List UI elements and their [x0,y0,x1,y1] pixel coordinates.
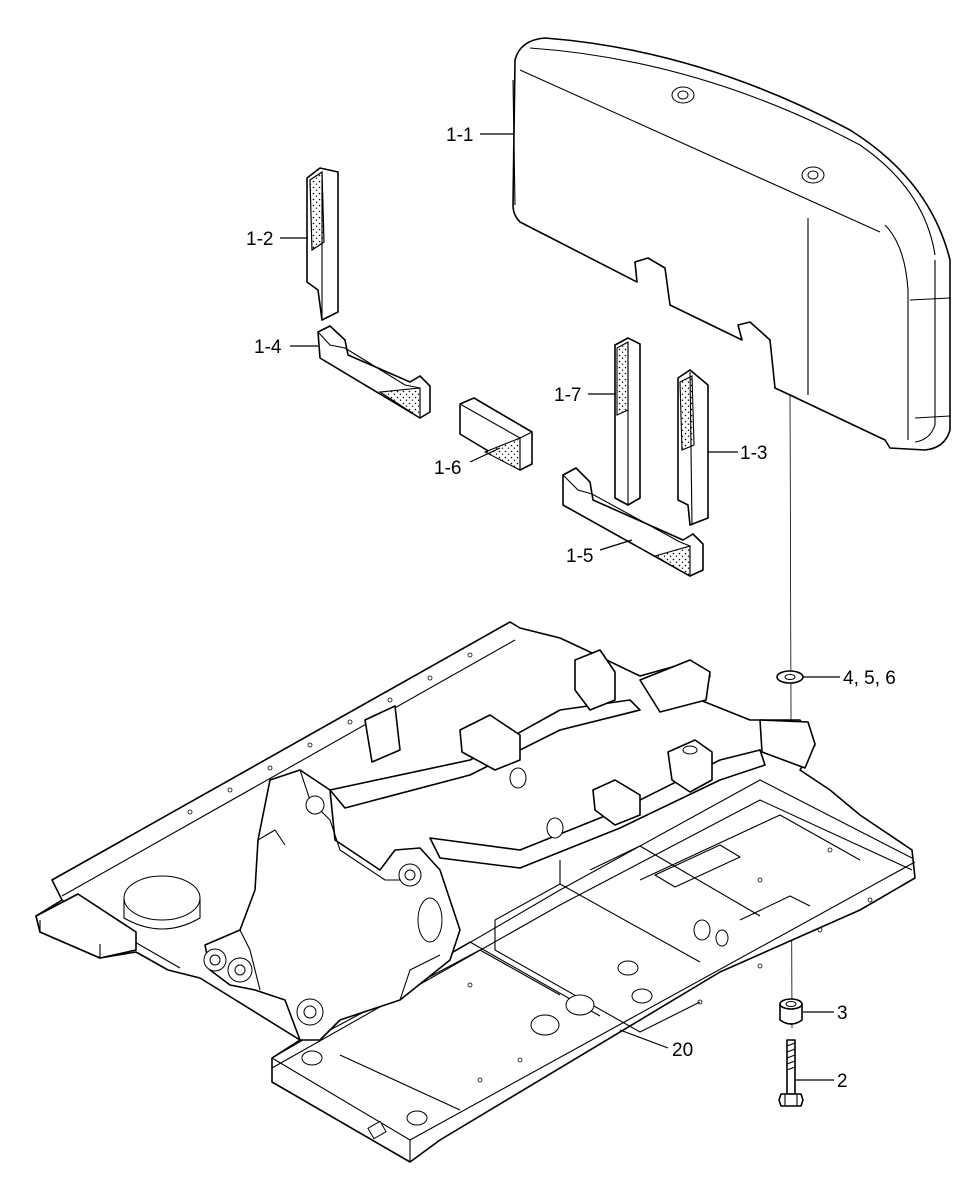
plate-1-2-part [306,167,339,321]
plate-1-4-part [317,325,431,420]
spacer-part [779,998,803,1025]
callout-1-1: 1-1 [446,125,473,146]
callout-1-4: 1-4 [254,337,282,358]
callout-2: 2 [837,1071,848,1092]
plate-1-6-part [459,397,533,471]
upper-frame-part [35,621,916,1163]
plate-1-7-part [614,337,641,506]
callout-1-3: 1-3 [740,443,767,464]
callout-4-5-6: 4, 5, 6 [843,668,896,689]
plate-1-5-part [562,467,704,577]
swing-opening-icon [123,875,201,921]
boom-pin-boss-icon [305,795,325,815]
callout-1-6: 1-6 [434,458,461,479]
leader-lines [280,133,840,1081]
callout-20: 20 [672,1040,693,1061]
washer-part [776,670,804,684]
callout-1-7: 1-7 [554,385,581,406]
callout-1-2: 1-2 [246,229,273,250]
callout-1-5: 1-5 [566,546,593,567]
bolt-part [778,1039,804,1107]
counterweight-part [512,37,951,451]
callout-3: 3 [837,1003,848,1024]
plate-1-3-part [677,369,709,526]
